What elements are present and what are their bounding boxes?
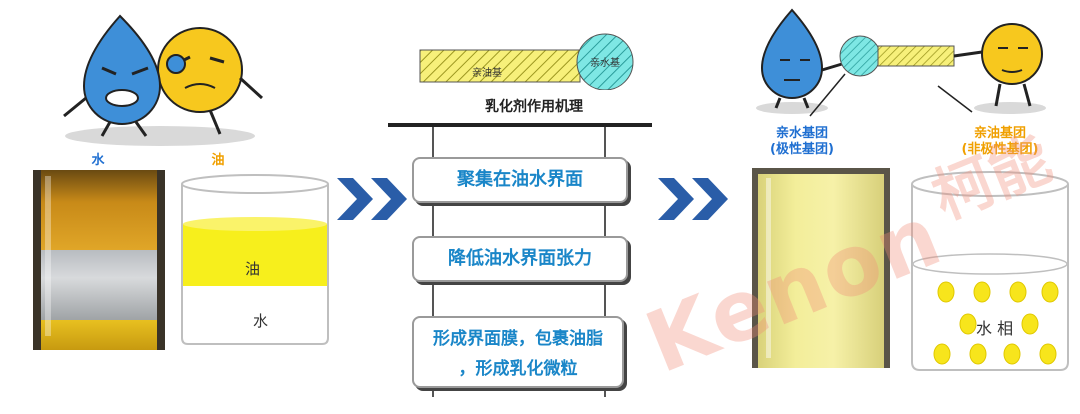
molecule-lipophilic-label: 亲油基: [472, 68, 502, 79]
mechanism-title: 乳化剂作用机理: [485, 99, 583, 115]
beaker-oil-label: 油: [245, 260, 261, 278]
step-3-line-2: ，形成乳化微粒: [458, 359, 578, 379]
water-oil-fight-illustration: [63, 14, 264, 146]
hydrophilic-subtitle: (极性基团): [770, 142, 834, 157]
emulsion-beaker-photo: [752, 168, 890, 368]
emulsifier-cartoon-illustration: [756, 8, 1046, 117]
lipophilic-group-label: 亲油基团 (非极性基团): [950, 126, 1050, 158]
oil-water-beaker-diagram: [181, 174, 329, 345]
emulsion-beaker-diagram: [911, 171, 1069, 371]
pillar-top-bar: [388, 123, 652, 127]
step-2-text: 降低油水界面张力: [448, 248, 592, 269]
step-3-box: 形成界面膜，包裹油脂 ，形成乳化微粒: [412, 316, 624, 388]
hydrophilic-group-label: 亲水基团 (极性基团): [760, 126, 844, 158]
step-1-text: 聚集在油水界面: [457, 169, 583, 190]
double-chevron-arrow-icon: [658, 178, 728, 220]
label-water: 水: [91, 153, 105, 168]
lipophilic-title: 亲油基团: [973, 126, 1026, 141]
lipophilic-subtitle: (非极性基团): [961, 142, 1039, 157]
label-oil: 油: [211, 153, 225, 168]
molecule-hydrophilic-label: 亲水基: [590, 58, 620, 69]
step-3-line-1: 形成界面膜，包裹油脂: [433, 329, 603, 349]
emulsifier-molecule-diagram: [419, 33, 634, 90]
beaker-water-label: 水: [253, 312, 269, 330]
double-chevron-arrow-icon: [337, 178, 407, 220]
step-2-box: 降低油水界面张力: [412, 236, 628, 282]
water-phase-label: 水 相: [976, 319, 1014, 338]
step-1-box: 聚集在油水界面: [412, 157, 628, 203]
oil-water-beaker-photo: [33, 170, 165, 350]
hydrophilic-title: 亲水基团: [775, 126, 828, 141]
